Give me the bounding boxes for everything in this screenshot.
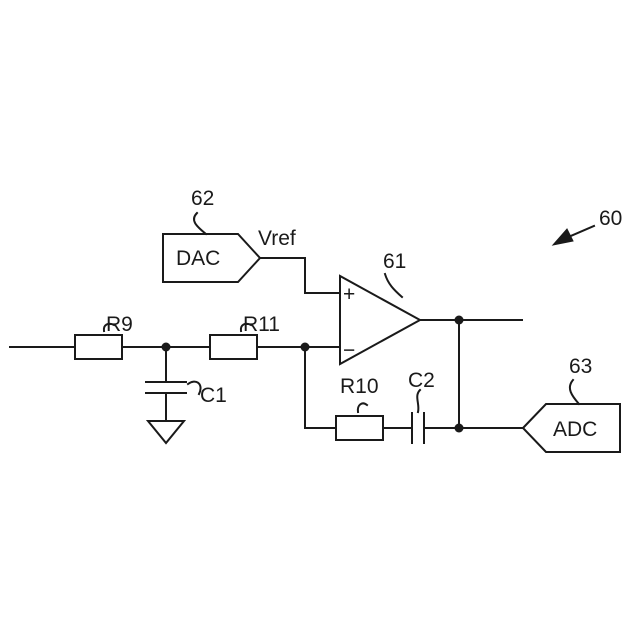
c2-label: C2 [408,369,435,392]
leader-r10 [358,403,367,412]
junction-dot-output [455,316,464,325]
c1-label: C1 [200,384,227,407]
r10-label: R10 [340,375,379,398]
junction-dot-feedback [301,343,310,352]
ref-61-label: 61 [383,250,406,273]
junction-dot-c1 [162,343,171,352]
resistor-r11 [210,335,257,359]
ref-63-label: 63 [569,355,592,378]
dac-label: DAC [176,247,220,270]
arrow-60 [553,226,594,245]
leader-61 [385,274,402,297]
leader-c1 [188,382,201,394]
opamp-minus-label: − [343,339,355,362]
adc-label: ADC [553,418,597,441]
leader-62 [194,213,206,234]
resistor-r9 [75,335,122,359]
wire-vref [260,258,340,293]
r11-label: R11 [243,313,280,336]
resistor-r10 [336,416,383,440]
opamp-plus-label: + [343,283,355,306]
vref-label: Vref [258,227,296,250]
ground-icon [148,421,184,443]
leader-c2 [417,390,420,412]
r9-label: R9 [106,313,133,336]
junction-dot-adc [455,424,464,433]
ref-60-label: 60 [599,207,622,230]
capacitor-c2 [412,413,424,443]
ref-62-label: 62 [191,187,214,210]
leader-63 [570,380,579,404]
capacitor-c1 [146,382,186,393]
